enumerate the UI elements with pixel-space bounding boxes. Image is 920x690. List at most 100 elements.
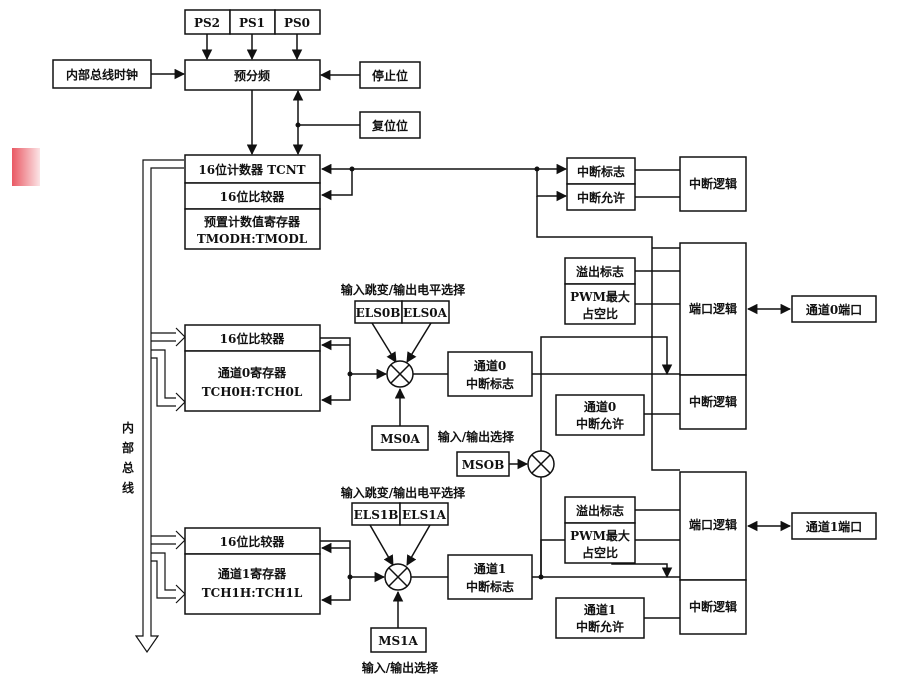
msob-label: MSOB xyxy=(462,458,505,472)
ch0-els-a-box xyxy=(401,300,450,324)
ch0-int-enable-line1: 通道0 xyxy=(584,399,616,414)
ch0-int-flag-line2: 中断标志 xyxy=(466,376,514,391)
ch0-int-enable-box xyxy=(555,394,645,436)
bus-loop-ch0-register xyxy=(151,349,176,407)
ch0-els-b-arrow xyxy=(371,322,397,363)
ch1-ms-box xyxy=(370,627,427,653)
ch0-compare-label: 16位比较器 xyxy=(220,331,286,346)
ch0-ms-box xyxy=(371,425,429,451)
ch1-int-flag-line2: 中断标志 xyxy=(466,579,514,594)
ch0-int-flag-box xyxy=(447,351,533,397)
ch1-port-logic-box xyxy=(679,471,747,581)
ch0-els-a-arrow xyxy=(406,322,432,363)
ch1-register-box xyxy=(184,553,321,615)
ch0-tcnt-down xyxy=(651,248,680,471)
ch0-overflow-label: 溢出标志 xyxy=(576,264,624,279)
ch1-int-logic-box xyxy=(679,579,747,635)
tcnt-label: 16位计数器 TCNT xyxy=(198,162,305,177)
ch1-els-b-label: ELS1B xyxy=(354,508,399,522)
ch0-port-box xyxy=(791,295,877,323)
preset-register-box xyxy=(184,208,321,250)
ch0-int-logic-label: 中断逻辑 xyxy=(689,394,737,409)
reset-bit-box xyxy=(359,111,421,139)
ch1-edge-title: 输入跳变/输出电平选择 xyxy=(341,485,466,500)
internal-bus-char-1: 内 xyxy=(122,420,134,435)
ch0-register-box xyxy=(184,350,321,412)
ch1-register-line2: TCH1H:TCH1L xyxy=(202,586,303,600)
ch0-int-logic-box xyxy=(679,374,747,430)
top-int-flag-label: 中断标志 xyxy=(577,164,625,179)
ch0-els-a-label: ELS0A xyxy=(403,306,448,320)
bus-clock-box xyxy=(52,59,152,89)
ch1-overflow-label: 溢出标志 xyxy=(576,503,624,518)
ch0-port-logic-box xyxy=(679,242,747,376)
compare-label: 16位比较器 xyxy=(220,189,286,204)
tcnt-to-port xyxy=(536,196,653,248)
msob-title: 输入/输出选择 xyxy=(438,429,515,444)
ch1-els-a-arrow xyxy=(406,524,431,566)
ch1-port-logic-label: 端口逻辑 xyxy=(689,517,737,532)
ch1-els-b-arrow xyxy=(369,524,394,566)
ch0-compare-to-mux xyxy=(320,337,351,350)
ch1-register-line1: 通道1寄存器 xyxy=(218,566,287,581)
bus-loop-ch1-register xyxy=(151,552,176,599)
top-int-enable-label: 中断允许 xyxy=(577,190,625,205)
top-int-flag-box xyxy=(566,157,636,185)
tcnt-loop xyxy=(320,169,353,201)
bus-arrow-ch0-register xyxy=(175,392,186,412)
tcnt-to-enable xyxy=(536,169,568,202)
preset-register-line2: TMODH:TMODL xyxy=(197,232,308,246)
top-int-enable-box xyxy=(566,183,636,211)
ch0-ms-label: MS0A xyxy=(380,432,420,446)
slide-accent xyxy=(12,148,40,186)
ch0-port-logic-label: 端口逻辑 xyxy=(689,301,737,316)
ch1-pwm-box xyxy=(564,522,636,564)
top-int-logic-label: 中断逻辑 xyxy=(689,176,737,191)
ch0-register-loop xyxy=(320,350,351,406)
stop-bit-label: 停止位 xyxy=(372,68,408,83)
ch0-pwm-line2: 占空比 xyxy=(582,306,618,321)
ch1-pwm-line2: 占空比 xyxy=(582,545,618,560)
ch1-ms-label: MS1A xyxy=(378,634,418,648)
ch1-pwm-line1: PWM最大 xyxy=(570,528,630,543)
ps1-label: PS1 xyxy=(239,16,265,30)
ch0-xor-symbol xyxy=(386,360,414,388)
ch1-port-label: 通道1端口 xyxy=(806,519,862,534)
internal-bus-char-2: 部 xyxy=(122,440,134,455)
ch0-int-enable-line2: 中断允许 xyxy=(576,416,624,431)
reset-bit-label: 复位位 xyxy=(371,118,408,133)
top-int-logic-box xyxy=(679,156,747,212)
ch0-els-b-label: ELS0B xyxy=(356,306,401,320)
prescaler-label: 预分频 xyxy=(234,68,270,83)
ch0-port-label: 通道0端口 xyxy=(806,302,862,317)
msob-box xyxy=(456,451,510,477)
ch1-io-select: 输入/输出选择 xyxy=(362,660,439,675)
ch1-int-logic-label: 中断逻辑 xyxy=(689,599,737,614)
ch0-flag-to-port xyxy=(540,336,673,395)
ch1-register-loop xyxy=(320,552,351,606)
bus-arrow-ch0-compare xyxy=(175,327,186,347)
internal-bus-char-4: 线 xyxy=(122,480,134,495)
msob-xor-symbol xyxy=(527,450,555,478)
ch1-els-a-box xyxy=(399,502,449,526)
ch1-int-flag-line1: 通道1 xyxy=(474,561,506,576)
ch0-edge-title: 输入跳变/输出电平选择 xyxy=(341,282,466,297)
bus-clock-label: 内部总线时钟 xyxy=(66,67,138,82)
ch1-compare-label: 16位比较器 xyxy=(220,534,286,549)
preset-register-line1: 预置计数值寄存器 xyxy=(204,214,301,229)
ch0-register-line1: 通道0寄存器 xyxy=(218,365,287,380)
ch1-port-box xyxy=(791,512,877,540)
ch1-int-enable-line2: 中断允许 xyxy=(576,619,624,634)
ch1-compare-to-mux xyxy=(320,540,351,552)
internal-bus-outline xyxy=(134,159,184,654)
ps2-label: PS2 xyxy=(194,16,220,30)
ch1-int-enable-line1: 通道1 xyxy=(584,602,616,617)
internal-bus-char-3: 总 xyxy=(122,460,134,475)
ch1-els-a-label: ELS1A xyxy=(402,508,447,522)
ch0-register-line2: TCH0H:TCH0L xyxy=(202,385,303,399)
bus-arrow-ch1-compare xyxy=(175,530,186,550)
ch1-compare-box xyxy=(184,527,321,555)
ch0-pwm-box xyxy=(564,283,636,325)
ch1-xor-symbol xyxy=(384,563,412,591)
